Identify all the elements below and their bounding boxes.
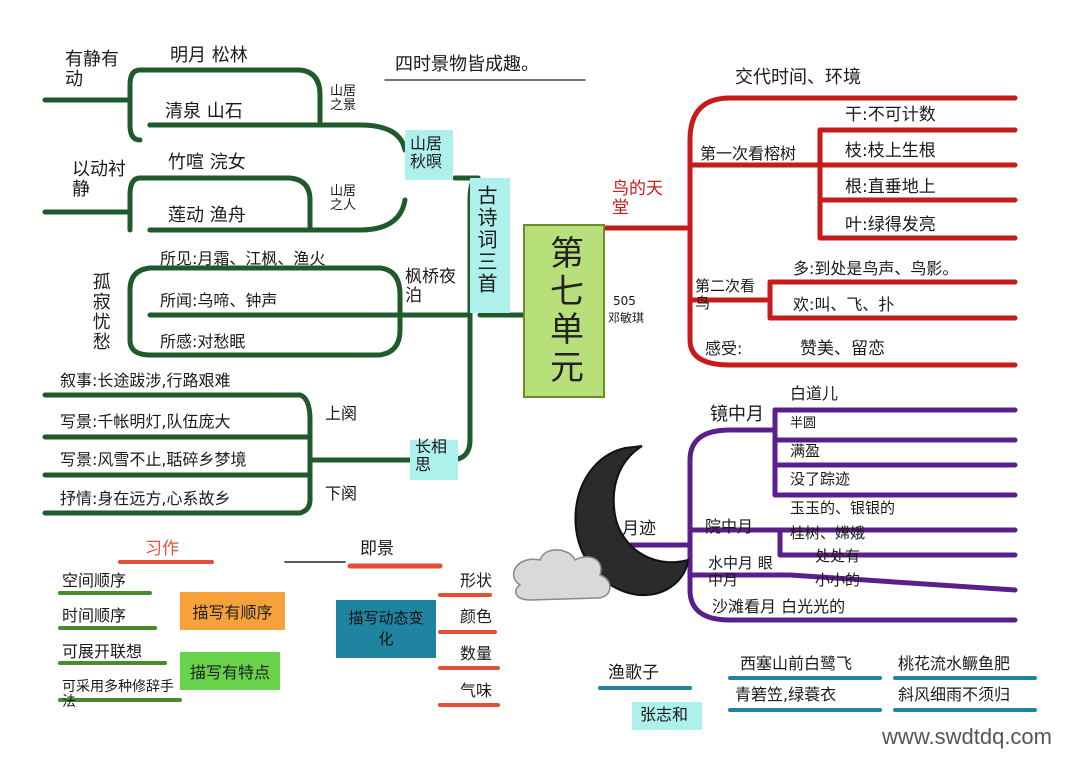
poem-line-2: 桃花流水鳜鱼肥 — [898, 654, 1011, 673]
method-2: 时间顺序 — [62, 606, 127, 625]
purple-branch-2-label: 院中月 — [705, 517, 754, 536]
poem-line-3: 青箬笠,绿蓑衣 — [735, 685, 837, 704]
purple-branch-3-item-2: 小小的 — [815, 571, 861, 589]
purple-branch-1-item-1: 白道儿 — [790, 384, 839, 403]
author-bg — [632, 702, 702, 730]
red-branch-4-label: 感受: — [705, 339, 743, 358]
poem2-title: 枫桥夜泊 — [405, 267, 456, 306]
purple-branch-2-item-2: 桂树、嫦娥 — [790, 524, 866, 542]
red-branch-1: 交代时间、环境 — [735, 67, 861, 88]
group1-item-1: 明月 松林 — [170, 45, 248, 66]
yugezi-title: 渔歌子 — [608, 663, 659, 683]
poem3-part-1: 上阕 — [325, 404, 358, 423]
poem1-title: 山居秋暝 — [410, 134, 443, 171]
hub-label-bg — [470, 178, 510, 313]
group1-item-2: 清泉 山石 — [165, 101, 243, 122]
group2-sub: 山居之人 — [330, 184, 357, 214]
center-title: 第七单元 — [543, 235, 584, 387]
method-4: 可采用多种修辞手法 — [62, 679, 174, 711]
center-unit-box: 第七单元 — [523, 224, 605, 398]
box-dynamic: 描写动态变化 — [336, 600, 436, 658]
poem3-part-2: 下阕 — [325, 484, 358, 503]
group2-item-2: 莲动 渔舟 — [168, 205, 246, 226]
box-sequence: 描写有顺序 — [180, 592, 285, 630]
composition-title: 习作 — [145, 539, 179, 559]
box-feature: 描写有特点 — [180, 652, 280, 690]
left-hub-label: 古诗词三首 — [474, 185, 498, 295]
red-hub-label: 鸟的天堂 — [612, 179, 663, 218]
yugezi-author: 张志和 — [640, 705, 689, 724]
red-branch-2-label: 第一次看榕树 — [700, 144, 797, 163]
tag-name: 邓敏琪 — [608, 311, 645, 325]
red-branch-3-item-1: 多:到处是鸟声、鸟影。 — [793, 259, 959, 278]
watermark: www.swdtdq.com — [882, 724, 1052, 749]
purple-branch-2-item-1: 玉玉的、银银的 — [790, 499, 896, 517]
poem1-title-bg — [405, 130, 453, 180]
poem2-item-3: 所感:对愁眠 — [160, 332, 246, 351]
group1-sub: 山居之景 — [330, 84, 357, 114]
red-branch-2-item-1: 干:不可计数 — [845, 105, 936, 125]
purple-branch-3-item-1: 处处有 — [815, 547, 861, 565]
poem3-title-bg — [410, 440, 458, 480]
group2-label: 以动衬静 — [72, 159, 126, 200]
red-branch-2-item-4: 叶:绿得发亮 — [845, 215, 936, 235]
feature-2: 颜色 — [460, 607, 493, 626]
poem3-item-2: 写景:千帐明灯,队伍庞大 — [60, 412, 231, 431]
purple-branch-1-item-4: 没了踪迹 — [790, 470, 851, 488]
poem-line-4: 斜风细雨不须归 — [898, 685, 1011, 704]
top-title: 四时景物皆成趣。 — [395, 54, 539, 75]
poem-line-1: 西塞山前白鹭飞 — [740, 654, 853, 673]
purple-branch-1-item-3: 满盈 — [790, 442, 821, 460]
poem2-item-1: 所见:月霜、江枫、渔火 — [160, 249, 326, 268]
poem3-item-3: 写景:风雪不止,聒碎乡梦境 — [60, 450, 247, 469]
group1-label: 有静有动 — [65, 49, 119, 90]
red-branch-4-value: 赞美、留恋 — [800, 339, 885, 359]
purple-hub-label: 月迹 — [622, 519, 656, 539]
feature-4: 气味 — [460, 681, 493, 700]
method-3: 可展开联想 — [62, 642, 143, 661]
feature-3: 数量 — [460, 644, 493, 663]
poem3-item-1: 叙事:长途跋涉,行路艰难 — [60, 371, 231, 390]
method-1: 空间顺序 — [62, 571, 127, 590]
tag-code: 505 — [613, 294, 636, 308]
red-branch-3-label: 第二次看鸟 — [695, 277, 756, 312]
feature-1: 形状 — [460, 571, 493, 590]
poem2-item-2: 所闻:乌啼、钟声 — [160, 291, 278, 310]
purple-branch-1-label: 镜中月 — [710, 404, 764, 425]
purple-branch-3-label: 水中月 眼中月 — [708, 554, 773, 589]
purple-branch-1-item-2: 半圆 — [790, 416, 817, 431]
poem2-label: 孤寂忧愁 — [89, 272, 111, 352]
red-branch-3-item-2: 欢:叫、飞、扑 — [793, 295, 895, 314]
poem3-item-4: 抒情:身在远方,心系故乡 — [60, 489, 231, 508]
poem3-title: 长相思 — [415, 437, 448, 474]
moon-illustration — [512, 445, 690, 601]
red-branch-2-item-2: 枝:枝上生根 — [845, 141, 936, 161]
group2-item-1: 竹喧 浣女 — [168, 152, 246, 173]
purple-branch-4: 沙滩看月 白光光的 — [712, 597, 846, 616]
red-branch-2-item-3: 根:直垂地上 — [845, 177, 936, 197]
composition-title-2: 即景 — [360, 539, 394, 559]
